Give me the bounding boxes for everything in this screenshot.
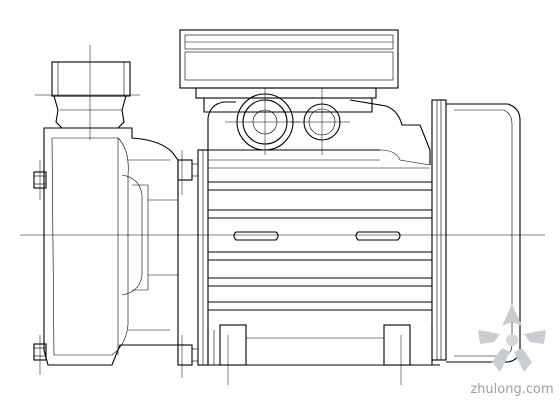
- casing-bolt-top: [33, 171, 47, 189]
- end-bell: [431, 99, 447, 361]
- flange-bolt-top: [177, 159, 199, 181]
- motor-base: [200, 324, 440, 366]
- zhulong-watermark: zhulong.com: [470, 300, 554, 408]
- cooling-fins: [207, 170, 433, 325]
- casing-bolt-bottom: [33, 343, 47, 361]
- cable-gland-right: [303, 103, 341, 141]
- flange-bolt-bottom: [177, 344, 199, 366]
- pump-casing: [43, 127, 179, 366]
- watermark-logo-icon: [478, 304, 546, 372]
- motor-flange: [197, 149, 209, 366]
- watermark-text: zhulong.com: [470, 382, 554, 397]
- motor-upper-housing: [207, 99, 431, 169]
- terminal-box: [179, 29, 399, 113]
